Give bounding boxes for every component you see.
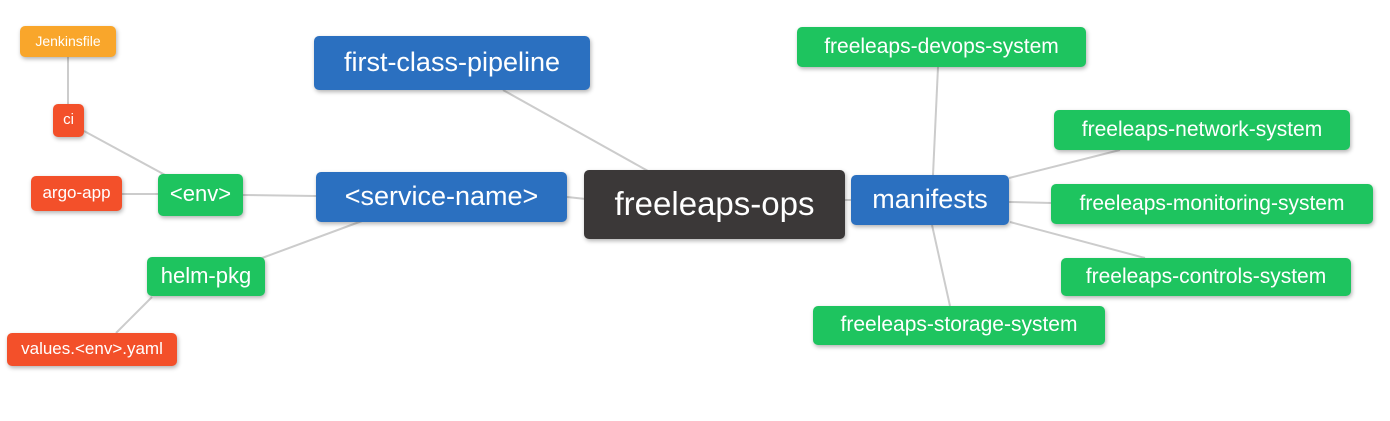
- node-freeleaps-devops-system[interactable]: freeleaps-devops-system: [797, 27, 1086, 67]
- node-argo-app[interactable]: argo-app: [31, 176, 122, 211]
- edge-manifests-to-freeleaps-monitoring-system: [1008, 201, 1053, 204]
- node-freeleaps-controls-system[interactable]: freeleaps-controls-system: [1061, 258, 1351, 296]
- node-helm-pkg[interactable]: helm-pkg: [147, 257, 265, 296]
- edge-manifests-to-freeleaps-devops-system: [932, 66, 939, 176]
- edge-manifests-to-freeleaps-storage-system: [931, 224, 951, 307]
- node-freeleaps-ops[interactable]: freeleaps-ops: [584, 170, 845, 239]
- edge-ci-to-env: [83, 130, 168, 177]
- node-first-class-pipeline[interactable]: first-class-pipeline: [314, 36, 590, 90]
- node-jenkinsfile[interactable]: Jenkinsfile: [20, 26, 116, 57]
- node-manifests[interactable]: manifests: [851, 175, 1009, 225]
- edge-manifests-to-freeleaps-controls-system: [1009, 221, 1146, 259]
- node-values-env-yaml[interactable]: values.<env>.yaml: [7, 333, 177, 366]
- edge-helm-pkg-to-service-name: [261, 220, 363, 259]
- edge-service-name-to-freeleaps-ops: [566, 196, 587, 200]
- node-freeleaps-monitoring-system[interactable]: freeleaps-monitoring-system: [1051, 184, 1373, 224]
- node-freeleaps-storage-system[interactable]: freeleaps-storage-system: [813, 306, 1105, 345]
- edge-first-class-pipeline-to-freeleaps-ops: [502, 89, 649, 172]
- edge-manifests-to-freeleaps-network-system: [1008, 149, 1121, 179]
- edge-values-env-yaml-to-helm-pkg: [115, 296, 153, 334]
- node-freeleaps-network-system[interactable]: freeleaps-network-system: [1054, 110, 1350, 150]
- node-service-name[interactable]: <service-name>: [316, 172, 567, 222]
- edge-env-to-service-name: [242, 194, 317, 197]
- node-ci[interactable]: ci: [53, 104, 84, 137]
- node-env[interactable]: <env>: [158, 174, 243, 216]
